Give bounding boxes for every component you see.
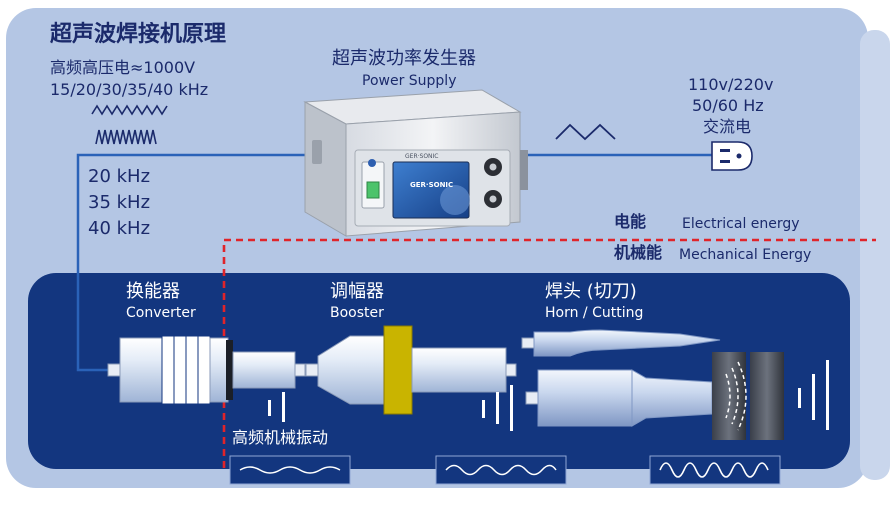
booster-label-en: Booster bbox=[330, 305, 384, 321]
hf-wave-2 bbox=[95, 129, 157, 145]
power-supply-unit bbox=[303, 89, 528, 237]
anvil bbox=[712, 352, 784, 440]
mains-frequency: 50/60 Hz bbox=[692, 96, 764, 115]
outer-panel-rim bbox=[860, 30, 890, 480]
mains-type: 交流电 bbox=[703, 117, 752, 136]
input-voltage-label: 高频高压电≈1000V bbox=[50, 58, 196, 77]
welding-horn bbox=[525, 369, 713, 427]
power-supply-brand-top: GER·SONIC bbox=[405, 153, 439, 160]
mechanical-energy-cn: 机械能 bbox=[614, 243, 663, 262]
wave-boxes bbox=[229, 455, 781, 485]
electrical-energy-cn: 电能 bbox=[614, 212, 647, 231]
ac-wave bbox=[555, 123, 616, 141]
hf-wave-1 bbox=[91, 104, 168, 116]
cutting-horn bbox=[521, 329, 721, 357]
page-title: 超声波焊接机原理 bbox=[50, 22, 227, 47]
frequency-40: 40 kHz bbox=[88, 218, 151, 239]
mains-voltage: 110v/220v bbox=[688, 75, 774, 94]
converter-assembly bbox=[107, 335, 306, 405]
horn-label-cn: 焊头 (切刀) bbox=[545, 281, 637, 302]
electrical-energy-en: Electrical energy bbox=[682, 216, 800, 232]
input-frequency-label: 15/20/30/35/40 kHz bbox=[50, 80, 209, 99]
vibration-label: 高频机械振动 bbox=[232, 428, 329, 447]
power-supply-brand-screen: GER·SONIC bbox=[410, 181, 454, 189]
vibration-bars bbox=[268, 360, 829, 431]
frequency-35: 35 kHz bbox=[88, 192, 151, 213]
converter-label-cn: 换能器 bbox=[126, 281, 180, 302]
booster-label-cn: 调幅器 bbox=[330, 281, 384, 302]
ac-plug bbox=[711, 141, 753, 171]
power-supply-title-en: Power Supply bbox=[362, 73, 457, 89]
wire-left bbox=[76, 153, 330, 372]
frequency-20: 20 kHz bbox=[88, 166, 151, 187]
booster-assembly bbox=[305, 325, 517, 415]
converter-label-en: Converter bbox=[126, 305, 196, 321]
power-supply-title-cn: 超声波功率发生器 bbox=[332, 48, 476, 69]
mechanical-energy-en: Mechanical Energy bbox=[679, 247, 812, 263]
horn-label-en: Horn / Cutting bbox=[545, 305, 644, 321]
